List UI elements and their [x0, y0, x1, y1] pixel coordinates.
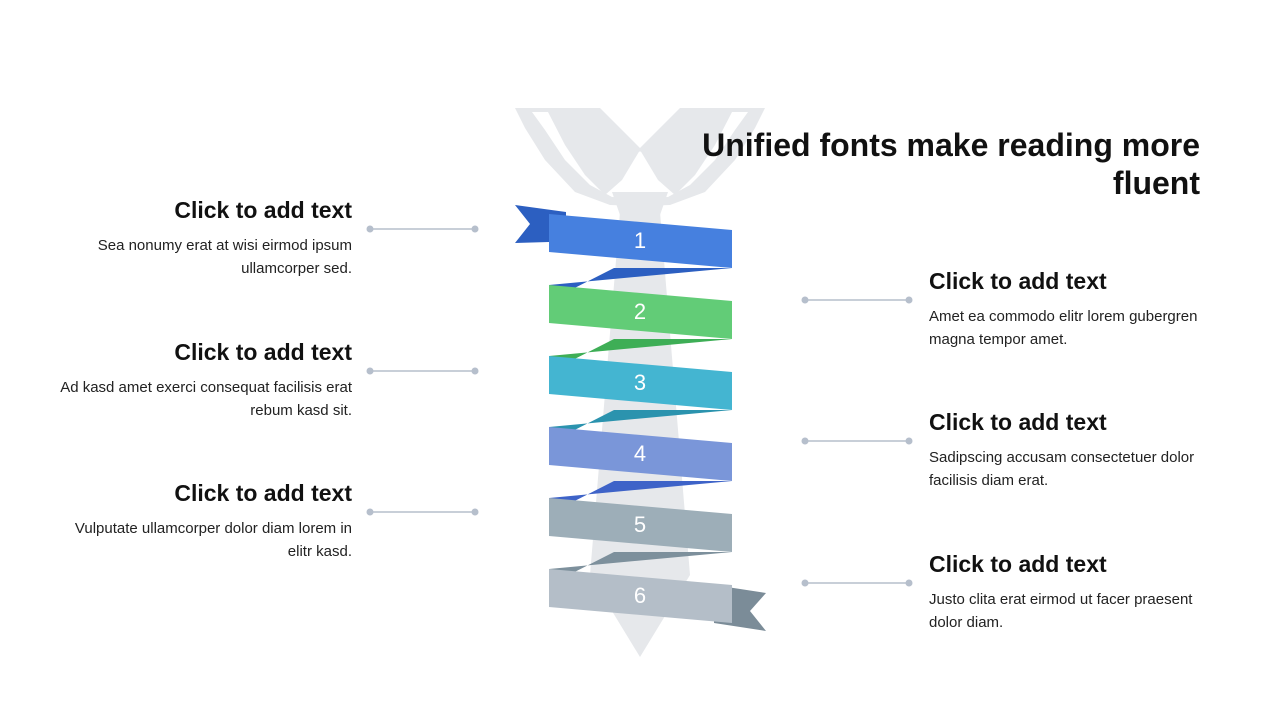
text-block-heading[interactable]: Click to add text	[174, 197, 352, 223]
ribbon-fold-3	[549, 410, 732, 443]
ribbon-number-6: 6	[634, 583, 646, 608]
ribbon-group: 1 2 3 4 5 6	[515, 205, 766, 631]
text-block-6[interactable]: Click to add text Justo clita erat eirmo…	[929, 550, 1229, 634]
connector-dot	[471, 225, 479, 233]
ribbon-4	[549, 427, 732, 481]
text-block-description[interactable]: Sea nonumy erat at wisi eirmod ipsum ull…	[97, 237, 352, 277]
ribbon-fold-2	[549, 339, 732, 372]
text-block-heading[interactable]: Click to add text	[929, 409, 1107, 435]
text-block-description[interactable]: Ad kasd amet exerci consequat facilisis …	[60, 379, 352, 419]
text-block-4[interactable]: Click to add text Sadipscing accusam con…	[929, 408, 1229, 492]
connector-dot	[471, 508, 479, 516]
text-block-1[interactable]: Click to add text Sea nonumy erat at wis…	[52, 196, 352, 280]
connector-dot	[905, 296, 913, 304]
tie-collar-wing-left	[548, 112, 640, 195]
text-block-description[interactable]: Vulputate ullamcorper dolor diam lorem i…	[74, 520, 352, 560]
text-block-description[interactable]: Amet ea commodo elitr lorem gubergren ma…	[929, 308, 1198, 348]
text-block-3[interactable]: Click to add text Ad kasd amet exerci co…	[52, 338, 352, 422]
connector-dot	[801, 579, 809, 587]
text-block-description[interactable]: Sadipscing accusam consectetuer dolor fa…	[929, 449, 1195, 489]
connector-dot	[366, 367, 374, 375]
connector-group	[366, 225, 913, 587]
text-block-description[interactable]: Justo clita erat eirmod ut facer praesen…	[929, 591, 1193, 631]
ribbon-number-3: 3	[634, 370, 646, 395]
text-block-heading[interactable]: Click to add text	[174, 339, 352, 365]
ribbon-6	[549, 569, 732, 623]
text-block-heading[interactable]: Click to add text	[174, 480, 352, 506]
slide-title: Unified fonts make reading more fluent	[702, 127, 1200, 201]
ribbon-fold-1	[549, 268, 732, 301]
connector-dot	[905, 579, 913, 587]
text-block-5[interactable]: Click to add text Vulputate ullamcorper …	[52, 479, 352, 563]
text-block-heading[interactable]: Click to add text	[929, 551, 1107, 577]
text-block-heading[interactable]: Click to add text	[929, 268, 1107, 294]
ribbon-fold-4	[549, 481, 732, 514]
ribbon-number-1: 1	[634, 228, 646, 253]
connector-dot	[905, 437, 913, 445]
ribbon-5	[549, 498, 732, 552]
ribbon-1	[549, 214, 732, 268]
connector-dot	[366, 225, 374, 233]
tie-knot	[612, 192, 668, 215]
connector-dot	[801, 437, 809, 445]
ribbon-fold-5	[549, 552, 732, 585]
tie-collar-wing-right	[640, 112, 732, 195]
ribbon-number-4: 4	[634, 441, 646, 466]
ribbon-2	[549, 285, 732, 339]
ribbon-3	[549, 356, 732, 410]
ribbon-number-2: 2	[634, 299, 646, 324]
text-block-2[interactable]: Click to add text Amet ea commodo elitr …	[929, 267, 1229, 351]
ribbon-number-5: 5	[634, 512, 646, 537]
connector-dot	[801, 296, 809, 304]
connector-dot	[366, 508, 374, 516]
connector-dot	[471, 367, 479, 375]
